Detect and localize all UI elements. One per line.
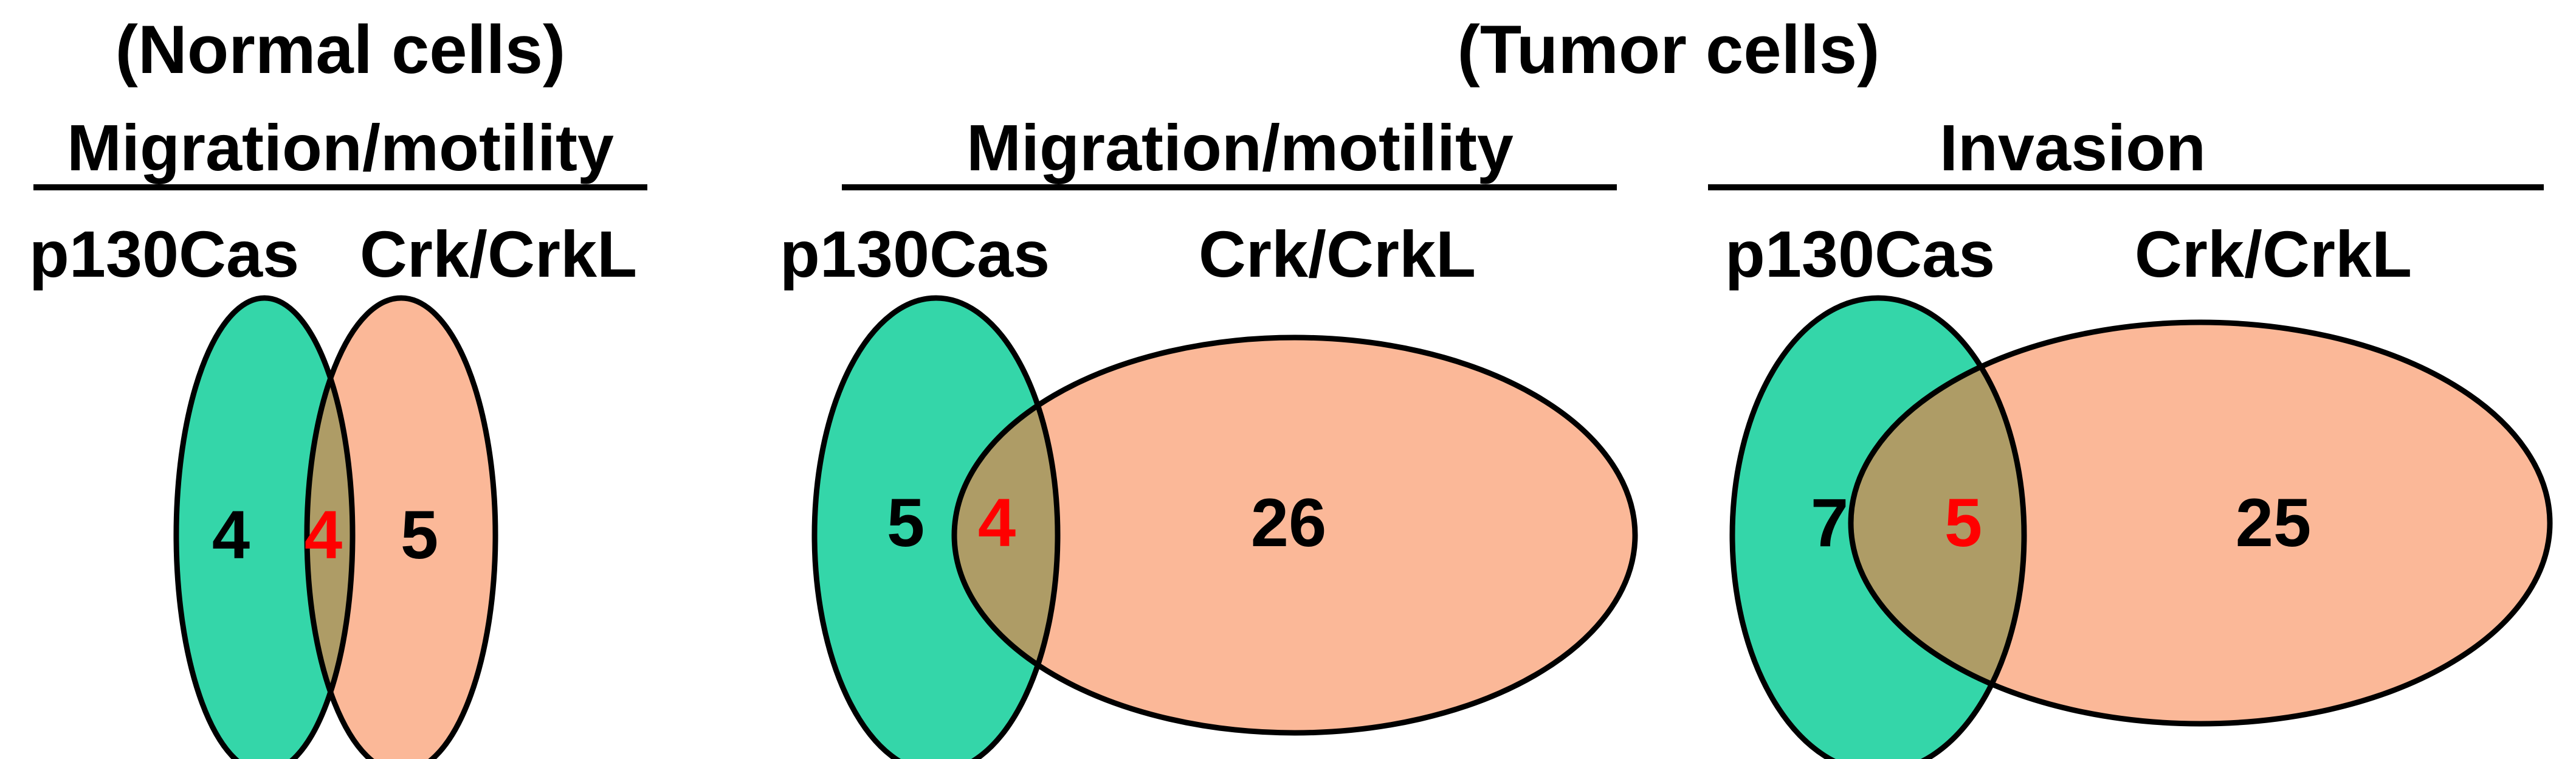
venn-panel-normal-migration: Migration/motility p130Cas Crk/CrkL 4 4 …	[29, 111, 647, 759]
p130cas-outline	[811, 295, 1061, 759]
p130cas-set	[814, 298, 1058, 759]
panel-title: Migration/motility	[966, 111, 1514, 184]
crk-crkl-outline	[951, 334, 1638, 736]
crk-crkl-label: Crk/CrkL	[2135, 217, 2412, 291]
crk-crkl-outline	[1848, 319, 2553, 727]
crk-crkl-only-count: 5	[401, 497, 438, 573]
crk-crkl-only-count: 25	[2236, 485, 2312, 561]
title-underline	[33, 184, 647, 190]
crk-crkl-label: Crk/CrkL	[360, 217, 637, 291]
p130cas-label: p130Cas	[780, 217, 1050, 291]
crk-crkl-label: Crk/CrkL	[1199, 217, 1476, 291]
tumor-cells-label: (Tumor cells)	[1458, 12, 1880, 88]
venn-panel-tumor-migration: Migration/motility p130Cas Crk/CrkL 5 4 …	[780, 111, 1638, 759]
overlap-count: 5	[1944, 485, 1982, 561]
p130cas-only-count: 4	[212, 497, 250, 573]
title-underline	[1708, 184, 2544, 190]
overlap-count: 4	[978, 485, 1016, 561]
p130cas-label: p130Cas	[29, 217, 299, 291]
p130cas-only-count: 7	[1811, 485, 1848, 561]
p130cas-outline	[173, 295, 356, 759]
p130cas-label: p130Cas	[1725, 217, 1995, 291]
crk-crkl-outline	[304, 295, 498, 759]
normal-cells-label: (Normal cells)	[115, 12, 566, 88]
crk-crkl-set	[954, 338, 1635, 733]
crk-crkl-set	[1851, 322, 2550, 724]
p130cas-outline	[1729, 295, 2027, 759]
p130cas-only-count: 5	[887, 485, 925, 561]
crk-crkl-set	[307, 298, 495, 759]
venn-panel-tumor-invasion: Invasion p130Cas Crk/CrkL 7 5 25	[1708, 111, 2553, 759]
panel-title: Migration/motility	[67, 111, 614, 184]
crk-crkl-only-count: 26	[1251, 485, 1327, 561]
title-underline	[842, 184, 1617, 190]
p130cas-set	[176, 298, 353, 759]
overlap-count: 4	[305, 497, 342, 573]
panel-title: Invasion	[1940, 111, 2206, 184]
